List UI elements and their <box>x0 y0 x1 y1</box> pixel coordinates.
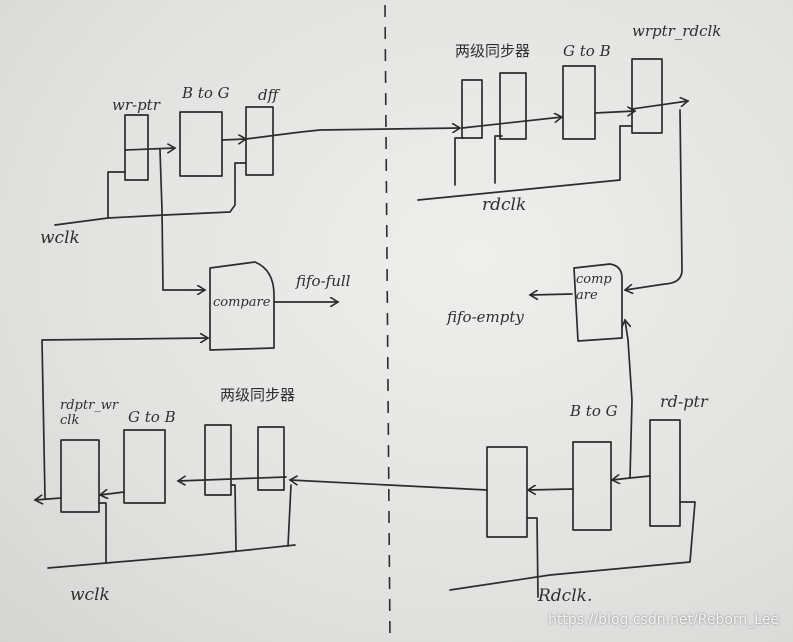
rd-ptr-label: rd-ptr <box>660 392 708 411</box>
g-to-b-rd-label: G to B <box>563 42 611 60</box>
compare-empty-label: compare <box>576 272 612 303</box>
dff-register <box>245 106 274 176</box>
rdclk-bottom-label: Rdclk. <box>538 586 593 606</box>
rdptr-wrclk-reg <box>60 439 100 513</box>
sync2-reg1 <box>257 426 285 491</box>
fifo-empty-label: fifo-empty <box>447 308 524 326</box>
b-to-g-rd-label: B to G <box>570 402 618 420</box>
wr-ptr-label: wr-ptr <box>112 96 160 114</box>
two-stage-sync-wr-label: 两级同步器 <box>220 386 296 404</box>
rdclk-line-bottom <box>449 501 696 591</box>
wclk-bottom-label: wclk <box>70 585 110 605</box>
rdptr-wrclk-label: rdptr_wrclk <box>60 398 119 428</box>
compare-empty-block <box>573 263 623 342</box>
rd-ptr-register <box>649 419 681 527</box>
watermark: https://blog.csdn.net/Reborn_Lee <box>548 612 780 628</box>
compare-full-label: compare <box>213 295 271 310</box>
two-stage-sync-rd-label: 两级同步器 <box>455 42 531 60</box>
wclk-label: wclk <box>40 228 80 248</box>
compare-full-block <box>209 261 275 351</box>
fifo-full-label: fifo-full <box>296 272 351 290</box>
wrptr-rdclk-reg <box>631 58 663 134</box>
b-to-g-block <box>179 111 223 177</box>
wclk-line-bottom <box>47 544 296 569</box>
wr-ptr-register <box>124 114 149 181</box>
wclk-line <box>54 162 247 226</box>
domain-divider <box>384 4 391 642</box>
sync2-reg2 <box>204 424 232 496</box>
dff-label: dff <box>258 86 279 104</box>
sync1-reg1 <box>461 79 483 139</box>
b-to-g-label: B to G <box>182 84 230 102</box>
g-to-b-rd <box>562 65 596 140</box>
rdclk-label: rdclk <box>482 195 527 215</box>
g-to-b-wr-label: G to B <box>128 408 176 426</box>
g-to-b-wr-block <box>123 429 166 504</box>
wrptr-rdclk-label: wrptr_rdclk <box>632 22 722 40</box>
b-to-g-rd-block <box>572 441 612 531</box>
rdclk-line-top <box>417 125 633 201</box>
sync1-reg2 <box>499 72 527 140</box>
sync2-source-reg <box>486 446 528 538</box>
